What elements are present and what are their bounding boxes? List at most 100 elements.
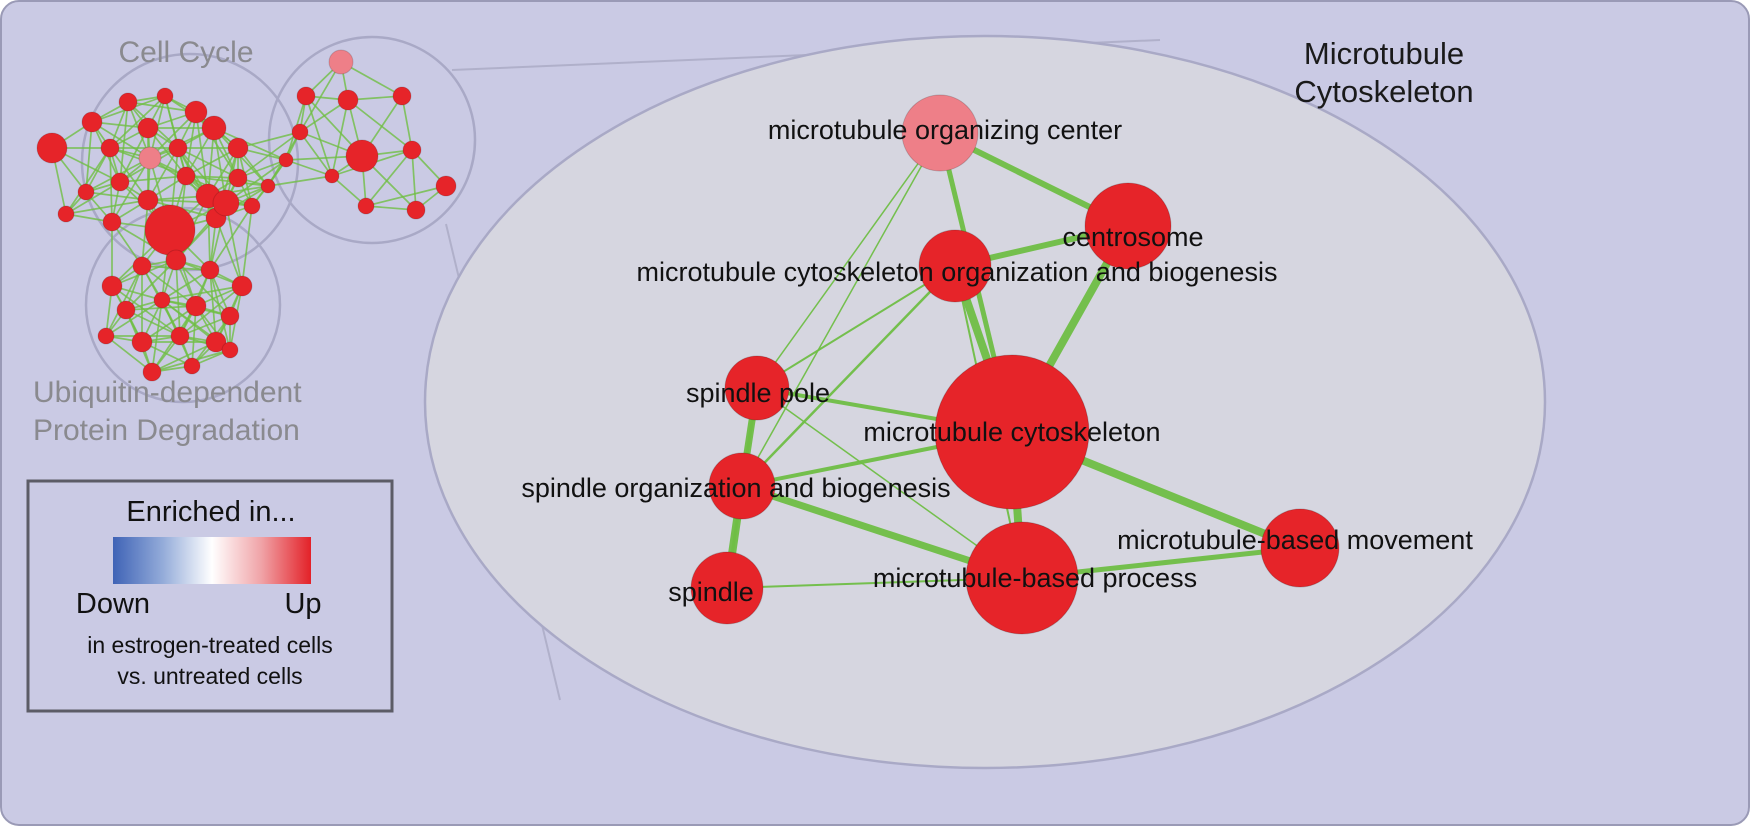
overview-node bbox=[116, 300, 136, 320]
overview-node bbox=[81, 111, 103, 133]
overview-edge bbox=[225, 202, 243, 287]
overview-node bbox=[392, 86, 412, 106]
overview-node bbox=[144, 204, 196, 256]
overview-node bbox=[201, 115, 227, 141]
zoom-node-spn bbox=[690, 551, 764, 625]
legend-title: Enriched in... bbox=[126, 496, 295, 528]
overview-edge bbox=[365, 185, 447, 207]
overview-node bbox=[142, 362, 162, 382]
overview-node bbox=[184, 100, 208, 124]
overview-edge bbox=[161, 285, 243, 301]
overview-node bbox=[200, 260, 220, 280]
overview-node bbox=[176, 166, 196, 186]
overview-node bbox=[406, 200, 426, 220]
cluster-outline-circle bbox=[80, 52, 300, 272]
zoom-node-sob bbox=[708, 452, 776, 520]
overview-node bbox=[291, 123, 309, 141]
overview-node bbox=[131, 331, 153, 353]
overview-edge bbox=[191, 305, 197, 367]
zoom-node-mbp bbox=[965, 521, 1079, 635]
overview-node bbox=[183, 357, 201, 375]
overview-node bbox=[156, 87, 174, 105]
overview-edge bbox=[237, 131, 301, 179]
node-label-mbp: microtubule-based process bbox=[873, 563, 1197, 593]
overview-node bbox=[168, 138, 188, 158]
overview-edge bbox=[209, 269, 231, 351]
zoom-node-cen bbox=[1084, 182, 1172, 270]
zoom-node-mc bbox=[934, 354, 1090, 510]
node-label-sp: spindle pole bbox=[686, 378, 830, 408]
node-label-mbm: microtubule-based movement bbox=[1117, 525, 1473, 555]
zoom-node-moc bbox=[901, 94, 979, 172]
overview-edge bbox=[109, 95, 166, 149]
node-label-mc: microtubule cytoskeleton bbox=[863, 417, 1160, 447]
overview-edge bbox=[241, 205, 253, 287]
overview-edge bbox=[161, 269, 211, 301]
legend-up-label: Up bbox=[284, 588, 321, 620]
legend-caption-line2: vs. untreated cells bbox=[117, 663, 302, 689]
overview-edge bbox=[267, 175, 333, 187]
overview-node bbox=[278, 152, 294, 168]
overview-node bbox=[231, 275, 253, 297]
overview-node bbox=[212, 189, 240, 217]
node-label-mcob: microtubule cytoskeleton organization an… bbox=[637, 257, 1278, 287]
overview-node bbox=[138, 146, 162, 170]
overview-edge bbox=[237, 131, 301, 149]
overview-node bbox=[97, 327, 115, 345]
zoom-edge-moc-sob bbox=[741, 132, 941, 487]
overview-edge bbox=[185, 175, 253, 207]
zoom-cluster-title-line1: Microtubule bbox=[1304, 36, 1464, 71]
overview-node bbox=[328, 49, 354, 75]
overview-network bbox=[36, 35, 477, 404]
overview-node bbox=[357, 197, 375, 215]
zoom-node-mcob bbox=[918, 229, 992, 303]
overview-node bbox=[153, 291, 171, 309]
zoom-node-mbm bbox=[1260, 508, 1340, 588]
overview-node bbox=[220, 306, 240, 326]
overview-node bbox=[337, 89, 359, 111]
zoom-edge-mcob-sob bbox=[741, 265, 956, 487]
overview-node bbox=[227, 137, 249, 159]
overview-node bbox=[170, 326, 190, 346]
overview-edge bbox=[401, 95, 413, 151]
cluster-label-ubiquitin-line2: Protein Degradation bbox=[33, 414, 300, 447]
cluster-label-cell-cycle: Cell Cycle bbox=[118, 36, 253, 69]
overview-edge bbox=[119, 101, 129, 183]
zoom-edge-mcob-sp bbox=[756, 265, 956, 389]
overview-node bbox=[402, 140, 422, 160]
overview-edge bbox=[125, 309, 181, 337]
overview-node bbox=[243, 197, 261, 215]
overview-node bbox=[118, 92, 138, 112]
overview-edge bbox=[305, 95, 333, 177]
overview-node bbox=[324, 168, 340, 184]
overview-node bbox=[260, 178, 276, 194]
overview-node bbox=[221, 341, 239, 359]
overview-node bbox=[137, 189, 159, 211]
overview-edge bbox=[147, 147, 179, 201]
overview-edge bbox=[151, 341, 217, 373]
overview-node bbox=[102, 212, 122, 232]
overview-edge bbox=[119, 127, 149, 183]
node-label-spn: spindle bbox=[668, 577, 754, 607]
overview-node bbox=[165, 249, 187, 271]
overview-edge bbox=[119, 175, 187, 183]
overview-node bbox=[101, 275, 123, 297]
overview-node bbox=[185, 295, 207, 317]
overview-edge bbox=[195, 111, 209, 197]
overview-edge bbox=[213, 127, 287, 161]
node-label-moc: microtubule organizing center bbox=[768, 115, 1122, 145]
overview-node bbox=[77, 183, 95, 201]
legend-caption-line1: in estrogen-treated cells bbox=[87, 632, 332, 658]
overview-node bbox=[435, 175, 457, 197]
overview-node bbox=[228, 168, 248, 188]
cluster-label-ubiquitin-line1: Ubiquitin-dependent bbox=[33, 376, 302, 409]
overview-edge bbox=[65, 199, 149, 215]
overview-edge bbox=[411, 149, 417, 211]
overview-edge bbox=[105, 265, 143, 337]
overview-edge bbox=[125, 259, 177, 311]
overview-edge bbox=[105, 299, 163, 337]
overview-node bbox=[100, 138, 120, 158]
overview-edge bbox=[65, 181, 121, 215]
zoom-cluster-title-line2: Cytoskeleton bbox=[1294, 74, 1473, 109]
